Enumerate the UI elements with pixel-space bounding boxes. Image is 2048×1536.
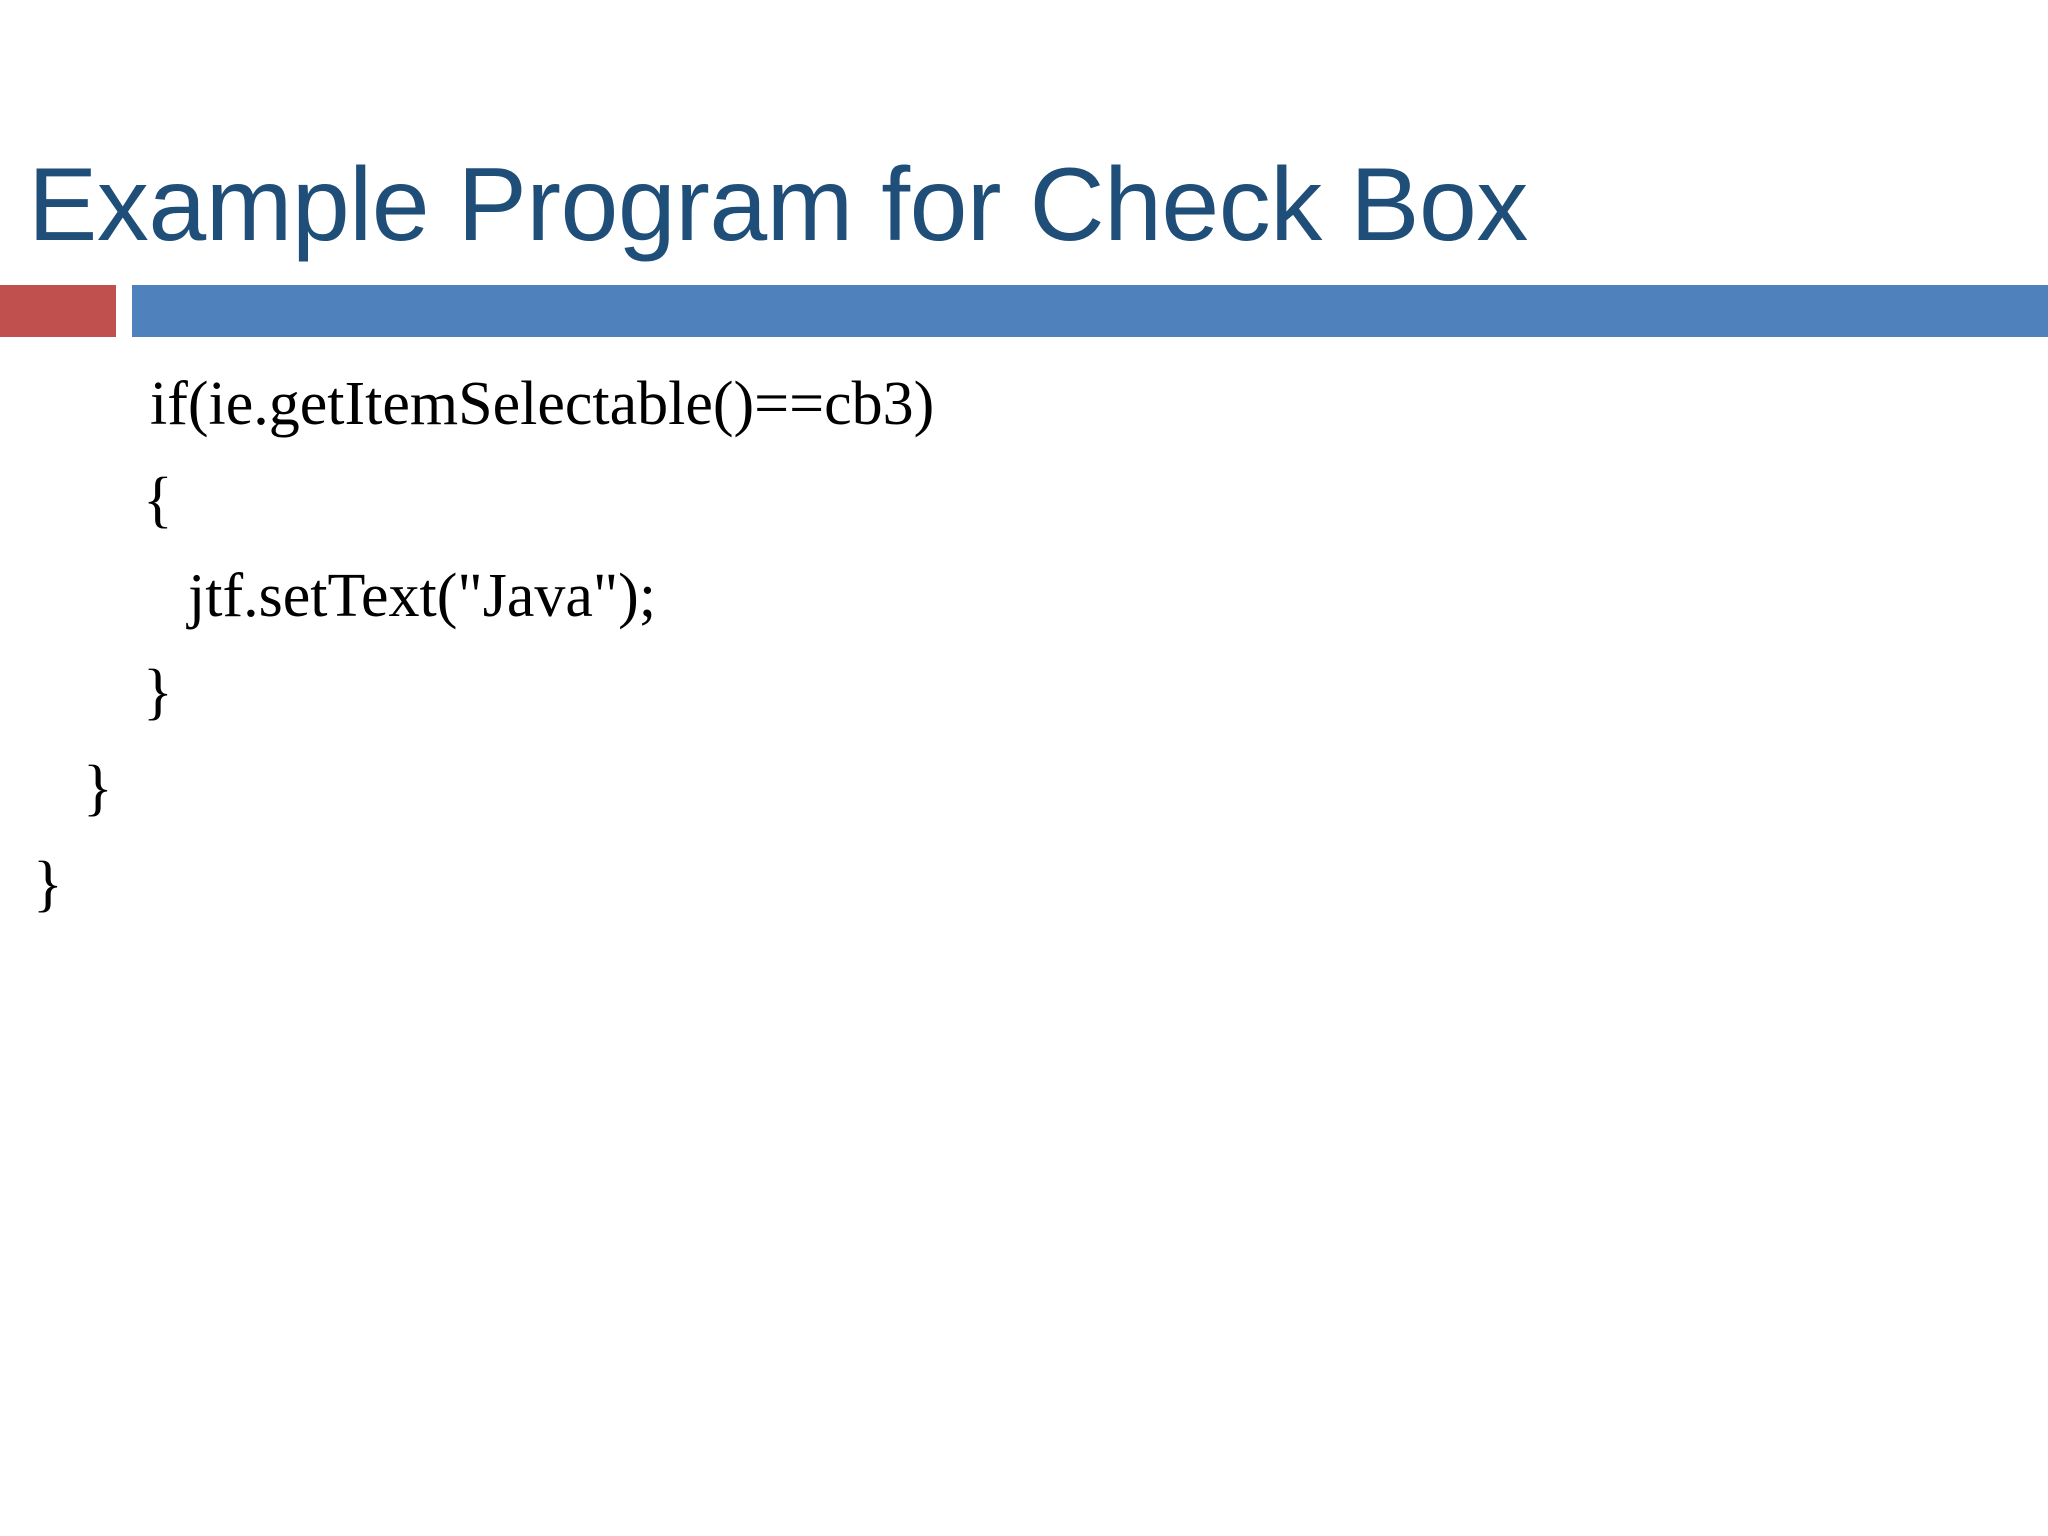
code-line: } xyxy=(83,754,113,822)
page-title: Example Program for Check Box xyxy=(28,146,1528,263)
code-line: if(ie.getItemSelectable()==cb3) xyxy=(150,370,935,438)
code-line: jtf.setText("Java"); xyxy=(188,562,657,630)
code-line: { xyxy=(143,466,173,534)
divider-rule-bar xyxy=(132,285,2048,337)
code-line: } xyxy=(33,850,63,918)
code-block: if(ie.getItemSelectable()==cb3) { jtf.se… xyxy=(0,356,2048,932)
title-divider xyxy=(0,285,2048,337)
code-line: } xyxy=(143,658,173,726)
divider-accent-block xyxy=(0,285,116,337)
